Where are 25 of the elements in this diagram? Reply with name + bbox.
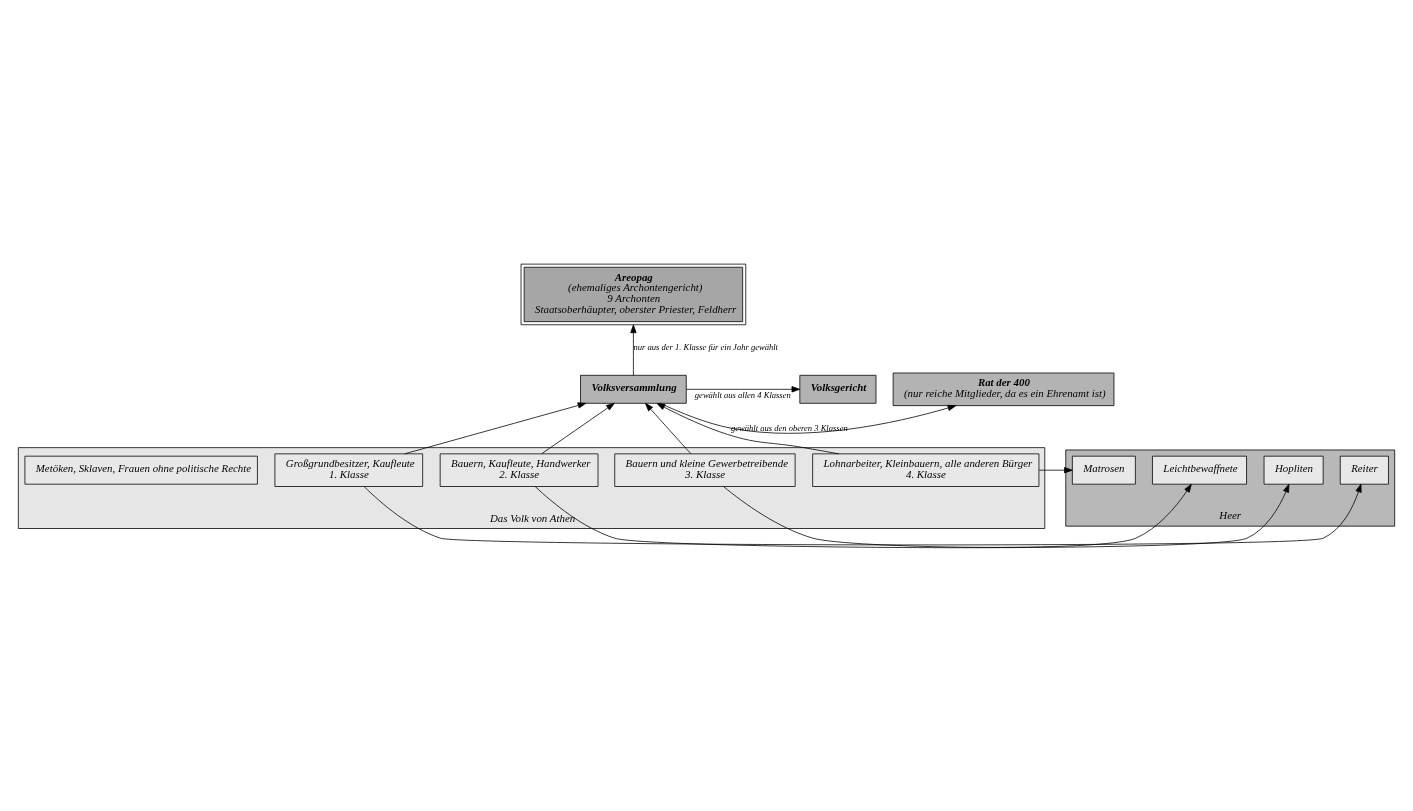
arrow <box>363 483 1362 545</box>
arrow <box>645 402 692 454</box>
arrow <box>1038 466 1073 473</box>
arrow <box>404 401 587 454</box>
arrow <box>656 402 840 454</box>
node-box: Volksversammlung <box>580 374 687 404</box>
arrow <box>630 324 637 376</box>
edge-label: gewählt aus allen 4 Klassen <box>694 389 791 400</box>
node-box: Rat der 400 (nur reiche Mitglieder, da es ein Ehrenamt ist) <box>892 372 1115 406</box>
arrow <box>541 402 615 454</box>
node-box: Bauern und kleine Gewerbetreibende 3. Klasse <box>614 452 796 487</box>
node-box: Volksgericht <box>799 374 877 404</box>
edge-label: nur aus der 1. Klasse für ein Jahr gewählt <box>633 341 778 352</box>
node-box: Leichtbewaffnete <box>1152 455 1247 485</box>
arrow <box>685 385 801 392</box>
node-box: Hopliten <box>1263 455 1324 485</box>
edge-label: gewählt aus den oberen 3 Klassen <box>731 422 848 433</box>
node-box: Lohnarbeiter, Kleinbauern, alle anderen Bürger 4. Klasse <box>812 452 1040 487</box>
node-box: Metöken, Sklaven, Frauen ohne politische Rechte <box>24 455 258 485</box>
arrow <box>534 483 1290 548</box>
arrow <box>723 483 1192 548</box>
node-box: Bauern, Kaufleute, Handwerker 2. Klasse <box>439 452 599 487</box>
node-box: Reiter <box>1339 455 1389 485</box>
node-box: Großgrundbesitzer, Kaufleute 1. Klasse <box>274 452 424 487</box>
node-box: Matrosen <box>1071 455 1136 485</box>
